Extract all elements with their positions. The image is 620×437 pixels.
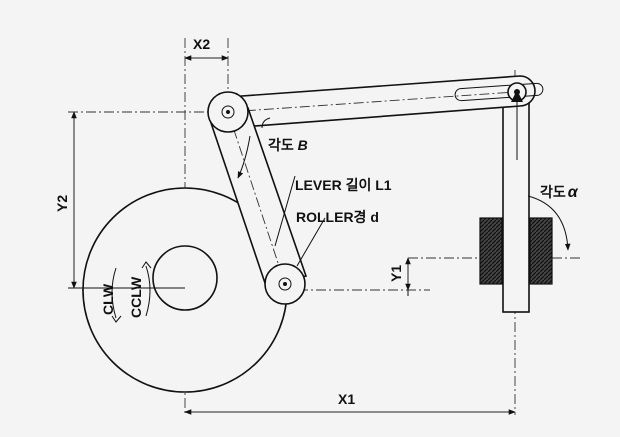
pivot-pin-icon (221, 105, 235, 119)
roller-pin-icon (278, 277, 292, 291)
angle-b-label: 각도 B (268, 137, 308, 153)
lever-centerline (227, 111, 286, 285)
cclw-arrow-icon (145, 265, 151, 317)
left-guide-block (479, 217, 503, 285)
cclw-label: CCLW (128, 276, 144, 318)
y1-label: Y1 (388, 265, 404, 282)
clw-arrow-icon (111, 267, 117, 319)
cclw-arrowhead-icon (141, 261, 152, 269)
clw-label: CLW (100, 283, 116, 315)
roller-diameter-label: ROLLER경 d (296, 209, 379, 225)
y2-label: Y2 (54, 195, 70, 212)
top-link (227, 75, 544, 129)
angle-alpha-arrow-icon (527, 195, 571, 251)
dimension-y2: Y2 (54, 111, 185, 289)
cam-disc: CLW CCLW (82, 187, 288, 393)
top-link-slot (454, 82, 544, 102)
pivot-center-dot (226, 110, 230, 114)
right-guide-block (529, 217, 553, 285)
angle-b-arrow-icon (237, 135, 251, 179)
dimension-y1: Y1 (388, 257, 411, 296)
dimension-x1: X1 (184, 391, 516, 415)
x2-label: X2 (193, 36, 210, 52)
lever-length-label: LEVER 길이 L1 (295, 177, 392, 193)
top-link-centerline (227, 91, 516, 113)
clw-arrowhead-icon (111, 315, 122, 323)
slider-rod (502, 89, 530, 313)
slider-arrowhead-icon (511, 90, 523, 102)
lever-length-leader (274, 175, 296, 247)
cam-bore (152, 245, 218, 311)
roller-center-dot (283, 282, 287, 286)
slider-assembly (479, 89, 571, 313)
angle-b-tick (261, 117, 271, 129)
roller-diameter-leader (296, 217, 326, 267)
dimension-x2: X2 (184, 36, 229, 61)
top-link-body (227, 75, 536, 129)
x1-label: X1 (338, 391, 355, 407)
